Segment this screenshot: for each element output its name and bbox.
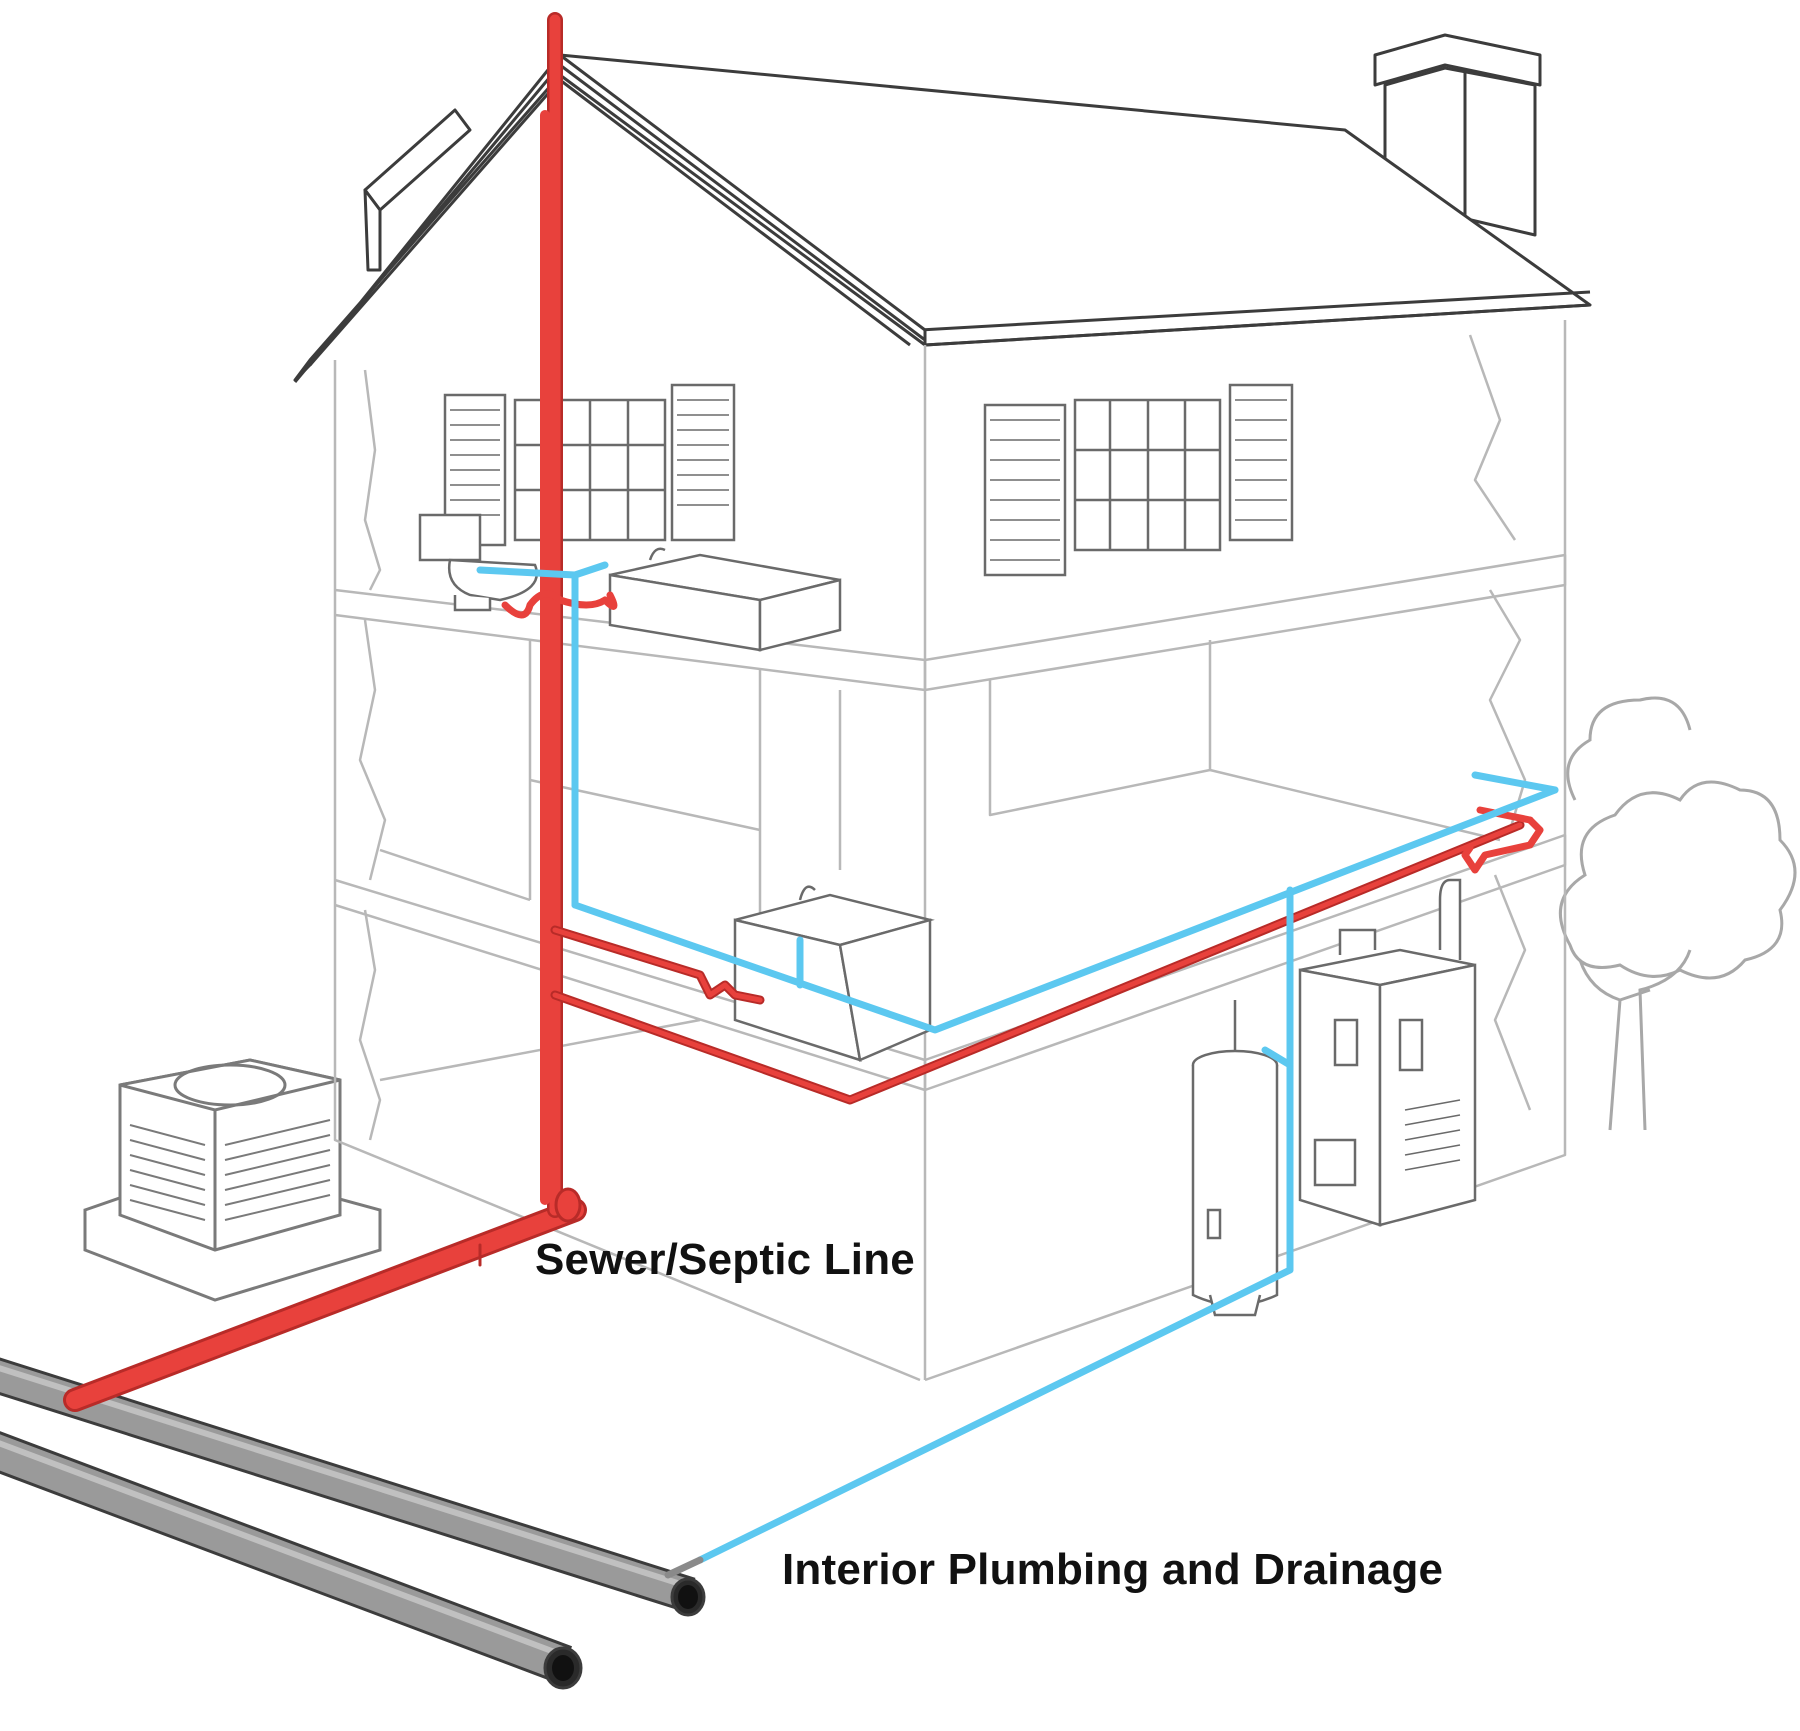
tree: [1558, 696, 1797, 1131]
supply-pipes: [476, 561, 1559, 1564]
bathtub: [608, 547, 842, 652]
house-outline: [293, 33, 1592, 383]
kitchen-sink-cabinet: [733, 885, 935, 1062]
windows: [443, 383, 1294, 577]
ac-unit: [83, 1058, 382, 1302]
water-heater: [1191, 1000, 1279, 1317]
interior-plumbing-label: Interior Plumbing and Drainage: [782, 1545, 1444, 1594]
furnace: [1298, 878, 1477, 1227]
water-main-pipes: [0, 1357, 706, 1690]
sewer-septic-label: Sewer/Septic Line: [535, 1235, 915, 1284]
service-entry-stub: [664, 1556, 704, 1579]
drain-pipes: [63, 12, 1544, 1412]
